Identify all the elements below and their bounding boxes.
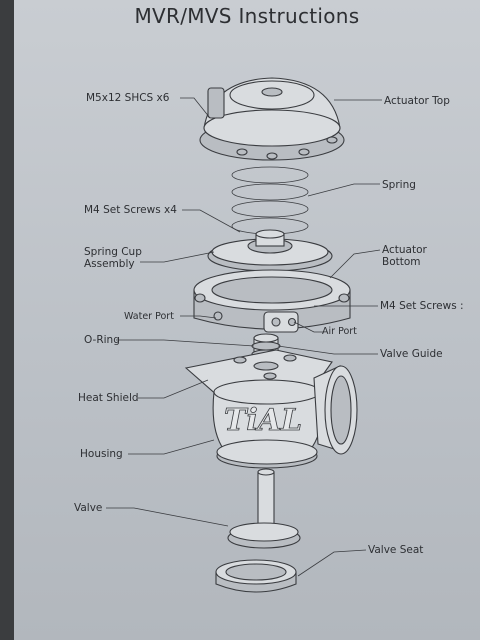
label-m4-set-screws-x4: M4 Set Screws x4 (84, 204, 177, 216)
label-actuator-bottom-line1: Actuator (382, 244, 427, 256)
label-housing: Housing (80, 448, 123, 460)
label-shcs: M5x12 SHCS x6 (86, 92, 170, 104)
label-air-port: Air Port (322, 326, 357, 337)
leader-lines (106, 97, 382, 577)
valve-seat-part (215, 559, 297, 593)
tial-logo: TiAL (224, 403, 302, 438)
spring-part (231, 166, 309, 235)
label-valve-seat: Valve Seat (368, 544, 424, 556)
valve-part (227, 468, 301, 549)
label-valve-guide: Valve Guide (380, 348, 443, 360)
actuator-top-part (199, 77, 345, 161)
label-spring: Spring (382, 179, 416, 191)
actuator-bottom-part (193, 269, 351, 333)
instruction-sheet: MVR/MVS Instructions (14, 0, 480, 640)
label-o-ring: O-Ring (84, 334, 120, 346)
label-spring-cup-line1: Spring Cup (84, 246, 142, 258)
label-water-port: Water Port (124, 311, 174, 322)
label-valve: Valve (74, 502, 103, 514)
housing-part: TiAL (212, 365, 358, 469)
spring-cup-assembly-part (207, 229, 333, 272)
label-actuator-top: Actuator Top (384, 95, 450, 107)
page-title: MVR/MVS Instructions (134, 4, 360, 28)
exploded-view-diagram: TiAL (106, 77, 382, 593)
label-actuator-bottom-line2: Bottom (382, 256, 421, 268)
label-spring-cup-line2: Assembly (84, 258, 135, 270)
label-m4-set-screws-right: M4 Set Screws : (380, 300, 464, 312)
label-heat-shield: Heat Shield (78, 392, 139, 404)
